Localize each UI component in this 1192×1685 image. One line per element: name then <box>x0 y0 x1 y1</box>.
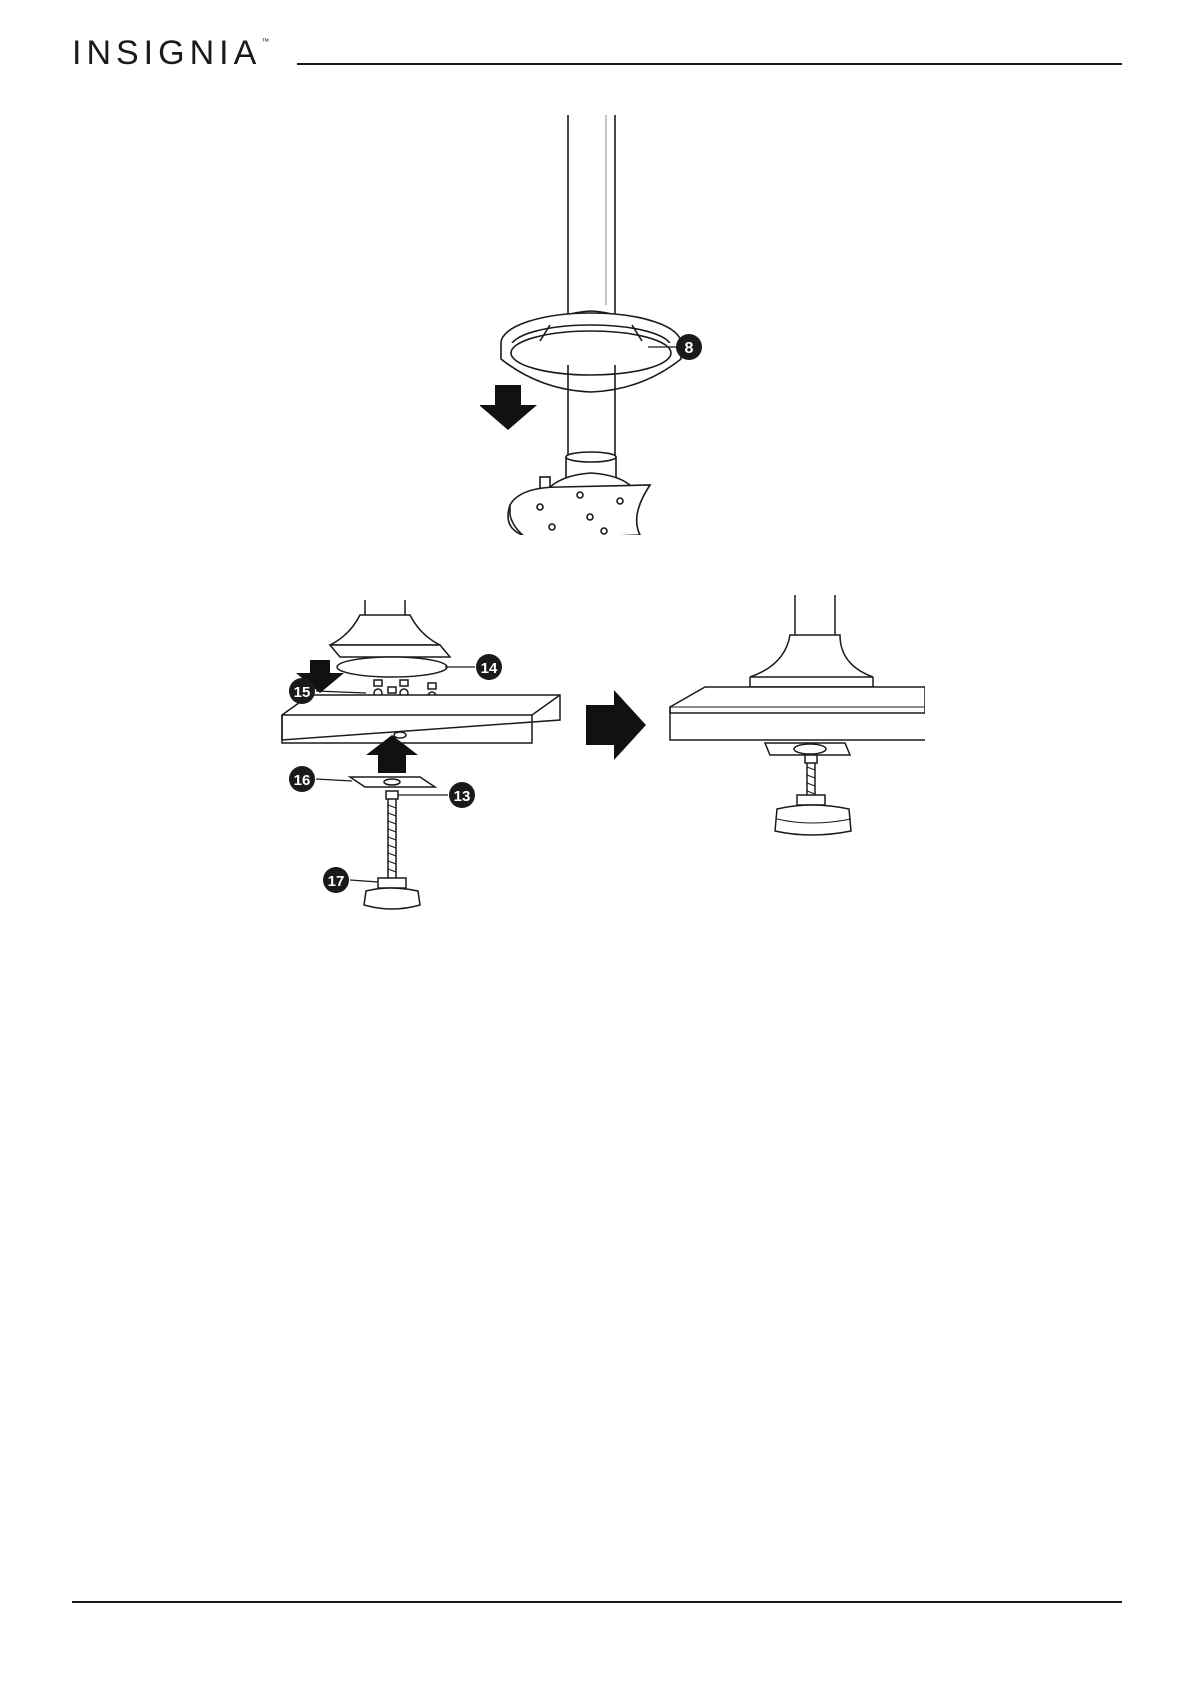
figure-clamp-assembled <box>665 595 925 855</box>
knob-assembled <box>775 805 851 835</box>
footer-rule <box>72 1601 1122 1603</box>
down-arrow <box>480 385 537 430</box>
callout-15-label: 15 <box>294 684 311 701</box>
right-arrow <box>586 690 646 760</box>
brand-name: INSIGNIA <box>72 34 261 72</box>
desk-board-assembled <box>670 687 925 713</box>
desk-board <box>282 695 560 740</box>
figure-clamp-exploded: 14 15 16 13 17 <box>270 595 590 915</box>
plate-14 <box>337 657 447 677</box>
brand-logo: INSIGNIA™ <box>72 34 269 73</box>
callout-8-label: 8 <box>685 340 694 357</box>
callout-17: 17 <box>323 867 378 893</box>
spacer-13 <box>386 791 398 799</box>
callout-13-label: 13 <box>454 788 471 805</box>
knob-17 <box>378 878 406 888</box>
callout-14: 14 <box>445 654 502 680</box>
brand-trademark: ™ <box>261 37 269 46</box>
callout-17-label: 17 <box>328 873 345 890</box>
up-arrow <box>366 735 418 773</box>
callout-16: 16 <box>289 766 352 792</box>
page-header: INSIGNIA™ <box>72 28 1122 78</box>
callout-16-label: 16 <box>294 772 311 789</box>
figure-collar-install: 8 <box>480 115 740 535</box>
header-rule <box>297 63 1122 65</box>
callout-14-label: 14 <box>481 660 498 677</box>
